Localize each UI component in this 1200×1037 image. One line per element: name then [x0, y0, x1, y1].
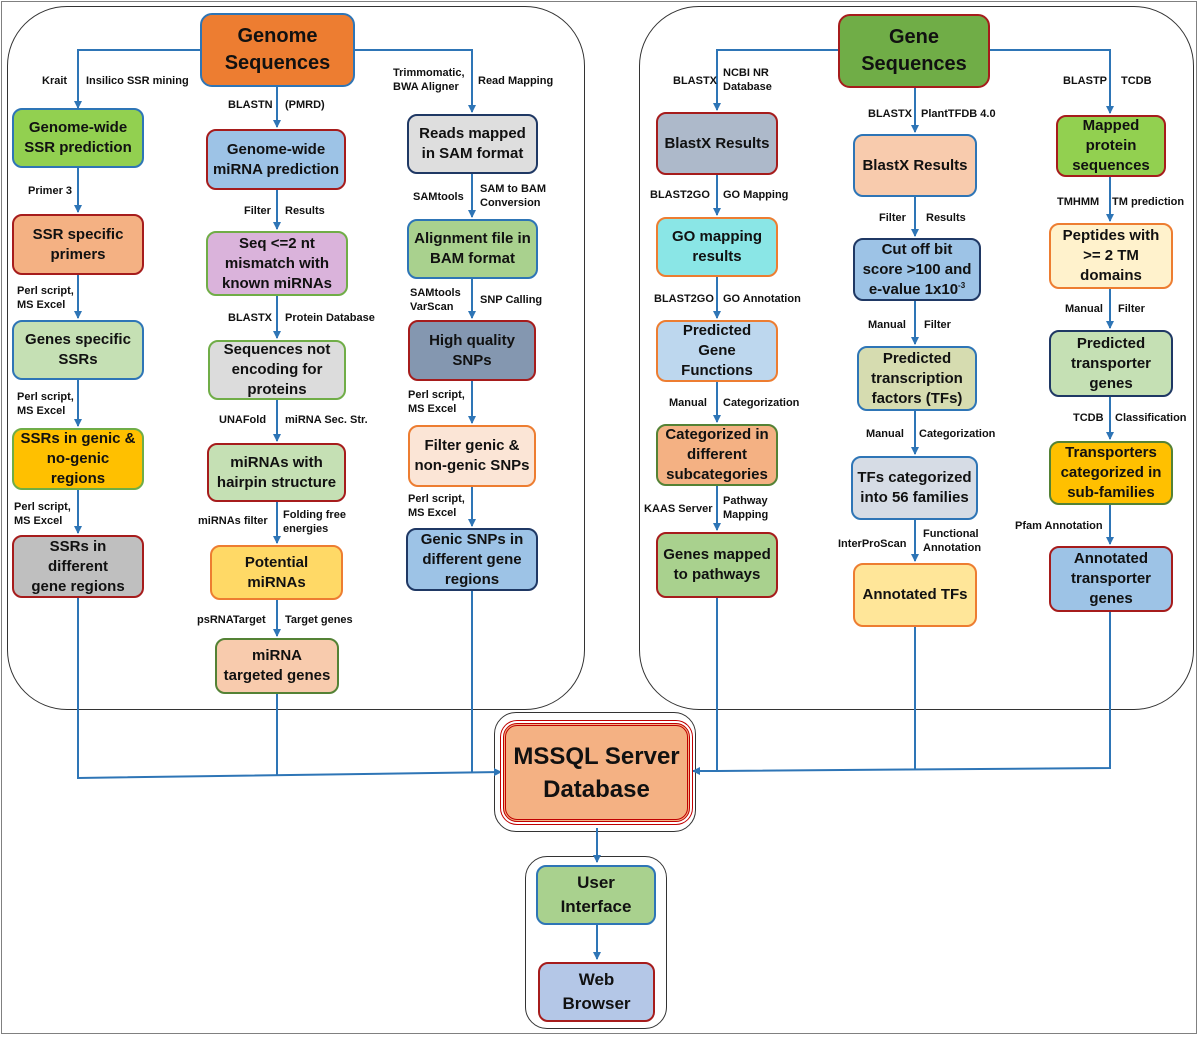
edge-label-blastx: BLASTX: [228, 312, 272, 324]
edge-label-perl-3: Perl script,MS Excel: [14, 501, 71, 527]
edge-label-protein-db: Protein Database: [285, 312, 375, 324]
edge-label-tcdb: TCDB: [1121, 75, 1152, 87]
edge-label-primer3: Primer 3: [28, 185, 73, 197]
genome-panel: [7, 6, 585, 710]
edge-label-blast2go-1: BLAST2GO: [650, 189, 710, 201]
edge-label-samtools: SAMtools: [413, 191, 464, 203]
edge-label-pmrd: (PMRD): [285, 99, 325, 111]
edge-label-blastx-tf: BLASTX: [868, 108, 912, 120]
edge-label-go-annotation: GO Annotation: [723, 293, 801, 305]
edge-label-filter-2: Filter: [879, 212, 906, 224]
edge-label-tcdb-2: TCDB: [1073, 412, 1104, 424]
edge-label-target-genes: Target genes: [285, 614, 353, 626]
edge-label-perl-5: Perl script,MS Excel: [408, 493, 465, 519]
edge-label-trimmomatic: Trimmomatic,BWA Aligner: [393, 67, 465, 93]
blastx-results-2-node: BlastX Results: [853, 134, 977, 197]
edge-label-categorization-2: Categorization: [919, 428, 996, 440]
edge-label-results: Results: [285, 205, 325, 217]
edge-label-tm-prediction: TM prediction: [1112, 196, 1185, 208]
edge-label-blast2go-2: BLAST2GO: [654, 293, 714, 305]
edge-label-perl-1: Perl script,MS Excel: [17, 285, 74, 311]
edge-label-perl-4: Perl script,MS Excel: [408, 389, 465, 415]
filter-snps-node: Filter genic &non-genic SNPs: [408, 425, 536, 487]
edge-label-manual-4: Manual: [1065, 303, 1103, 315]
edge-label-snp-calling: SNP Calling: [480, 294, 543, 306]
edge-label-go-mapping: GO Mapping: [723, 189, 789, 201]
edge-label-results-2: Results: [926, 212, 966, 224]
edge-label-perl-2: Perl script,MS Excel: [17, 391, 74, 417]
edge-label-tmhmm: TMHMM: [1057, 196, 1100, 208]
edge-label-insilico-ssr: Insilico SSR mining: [86, 75, 189, 87]
edge-label-pfam: Pfam Annotation: [1015, 520, 1103, 532]
edge-label-blastp: BLASTP: [1063, 75, 1107, 87]
genome-split-line: [74, 49, 200, 109]
edge-label-blastx-nr: BLASTX: [673, 75, 717, 87]
annotated-tfs-node: Annotated TFs: [853, 563, 977, 627]
edge-label-mirna-sec: miRNA Sec. Str.: [285, 414, 368, 426]
edge-label-filter-4: Filter: [1118, 303, 1145, 315]
edge-label-manual-2: Manual: [868, 319, 906, 331]
edge-label-unafold: UNAFold: [219, 414, 267, 426]
edge-label-interproscan: InterProScan: [838, 538, 907, 550]
edge-label-planttfdb: PlantTFDB 4.0: [921, 108, 996, 120]
blastx-results-1-node: BlastX Results: [656, 112, 778, 175]
edge-label-read-mapping: Read Mapping: [478, 75, 554, 87]
gene-panel: [639, 6, 1194, 710]
edge-label-categorization-1: Categorization: [723, 397, 800, 409]
ssr-genic-regions-node: SSRs in genic &no-genic regions: [12, 428, 144, 490]
edge-label-filter-3: Filter: [924, 319, 951, 331]
edge-label-krait: Krait: [42, 75, 68, 87]
edge-label-manual-1: Manual: [669, 397, 707, 409]
edge-label-classification: Classification: [1115, 412, 1187, 424]
edge-label-manual-3: Manual: [866, 428, 904, 440]
edge-label-filter: Filter: [244, 205, 271, 217]
edge-label-mirna-filter: miRNAs filter: [198, 515, 268, 527]
edge-label-blastn: BLASTN: [228, 99, 273, 111]
edge-label-kaas: KAAS Server: [644, 503, 713, 515]
edge-label-psrnatarget: psRNATarget: [197, 614, 266, 626]
